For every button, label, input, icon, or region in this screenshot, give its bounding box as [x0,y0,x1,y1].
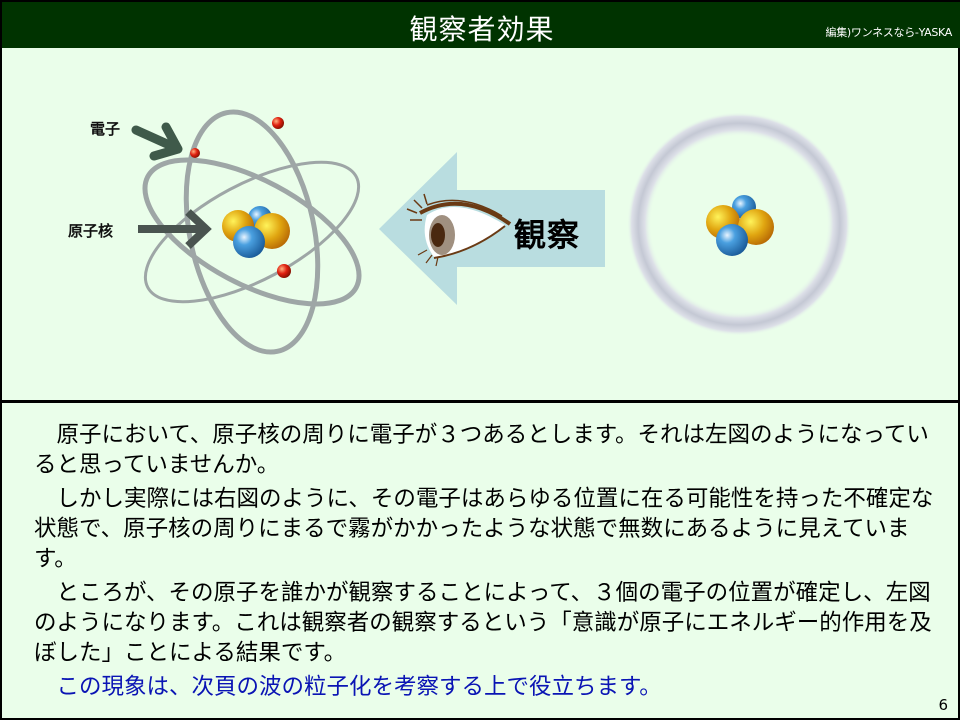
explanation-text: 原子において、原子核の周りに電子が３つあるとします。それは左図のようになっている… [34,420,934,706]
electron-icon [272,117,284,129]
eye-icon [406,193,512,267]
author-credit: 編集)ワンネスなら-YASKA [825,26,953,39]
slide-header: 観察者効果 編集)ワンネスなら-YASKA [2,0,960,48]
paragraph-1: 原子において、原子核の周りに電子が３つあるとします。それは左図のようになっている… [34,422,929,478]
figures-illustration [131,109,851,355]
electron-icon [190,148,200,158]
nucleus-label: 原子核 [68,222,114,240]
paragraph-3: ところが、その原子を誰かが観察することによって、３個の電子の位置が確定し、左図の… [34,580,932,666]
observation-label: 観察 [514,216,581,254]
electron-pointer-arrow-icon [131,122,183,161]
paragraph-4-emphasis: この現象は、次頁の波の粒子化を考察する上で役立ちます。 [56,674,662,700]
nucleus-icon [222,206,290,258]
paragraph-2: しかし実際には右図のように、その電子はあらゆる位置に在る可能性を持った不確定な状… [34,486,934,572]
section-divider [2,400,960,403]
slide-title: 観察者効果 [409,13,555,46]
figure-area: 電子 原子核 [2,48,960,402]
electron-label: 電子 [90,120,121,138]
electron-icon [277,264,291,278]
page-number: 6 [938,696,948,714]
nucleus-icon [706,195,774,256]
nucleus-pointer-arrow-icon [138,209,212,249]
